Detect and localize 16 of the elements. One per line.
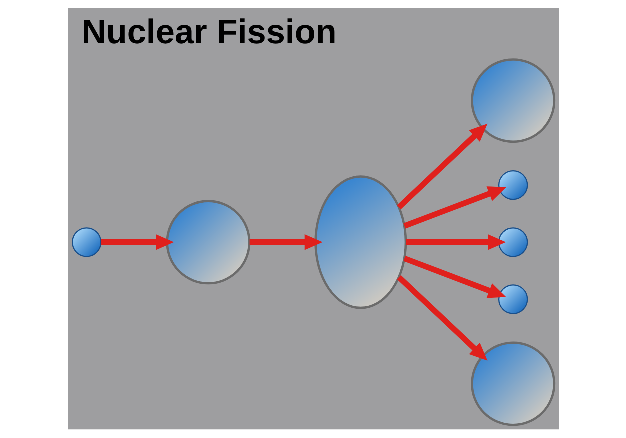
node-circle xyxy=(498,170,528,200)
node-circle xyxy=(498,284,528,314)
node-picture xyxy=(314,176,407,310)
arrow xyxy=(100,234,174,250)
arrow xyxy=(406,234,506,250)
arrow xyxy=(249,234,322,250)
diagram-title: Nuclear Fission xyxy=(81,14,336,52)
node-circle xyxy=(498,228,528,258)
node-picture xyxy=(470,58,556,144)
arrow xyxy=(396,275,488,361)
node-picture xyxy=(470,342,556,426)
arrow xyxy=(403,186,506,229)
node-circle xyxy=(72,228,102,258)
node-picture xyxy=(166,200,250,285)
arrow xyxy=(396,124,488,210)
arrow xyxy=(403,256,506,298)
